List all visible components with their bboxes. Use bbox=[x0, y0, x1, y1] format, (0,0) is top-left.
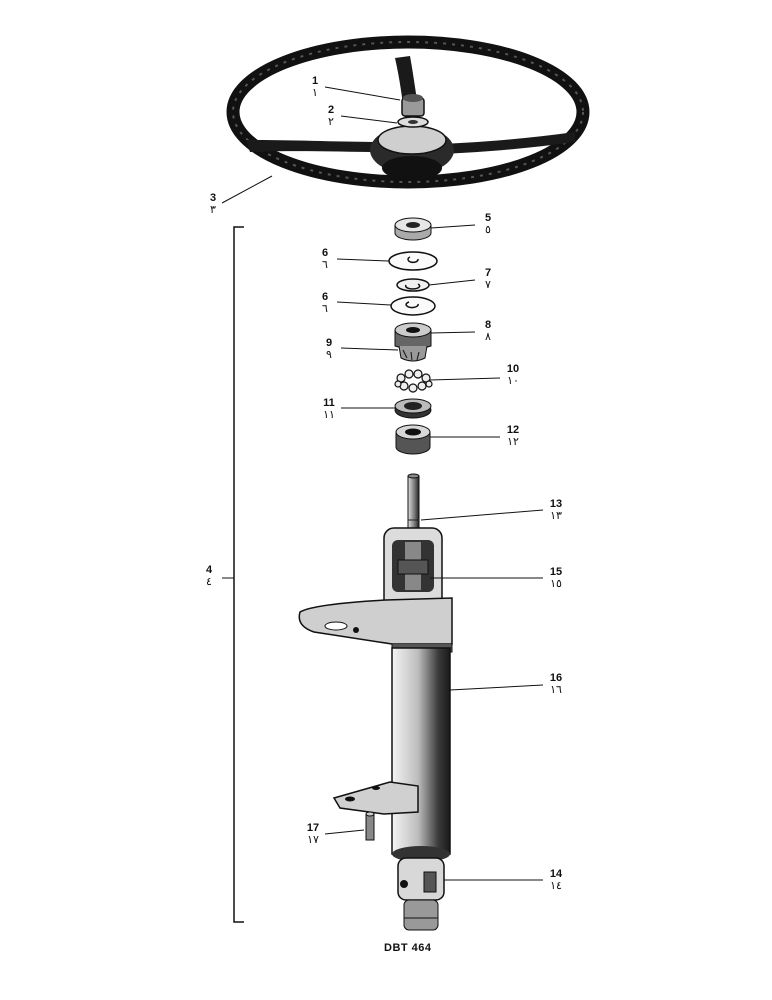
callout-17-arabic: ١٧ bbox=[307, 834, 319, 846]
callout-14-arabic: ١٤ bbox=[550, 880, 562, 892]
mounting-plate-upper bbox=[298, 597, 453, 653]
callout-16: 16 ١٦ bbox=[545, 672, 567, 696]
callout-17-label: 17 bbox=[306, 822, 320, 834]
callout-12: 12 ١٢ bbox=[502, 424, 524, 448]
callout-14-label: 14 bbox=[549, 868, 563, 880]
callout-12-arabic: ١٢ bbox=[507, 436, 519, 448]
callout-13-label: 13 bbox=[549, 498, 563, 510]
callout-8: 8 ٨ bbox=[477, 319, 499, 343]
callout-11-label: 11 bbox=[323, 397, 335, 409]
leader-lines bbox=[221, 86, 544, 881]
callout-14: 14 ١٤ bbox=[545, 868, 567, 892]
callout-2: 2 ٢ bbox=[320, 104, 342, 128]
callout-4-arabic: ٤ bbox=[206, 576, 212, 588]
callout-10-arabic: ١٠ bbox=[507, 375, 519, 387]
hub-nut bbox=[401, 94, 425, 117]
callout-7-label: 7 bbox=[484, 267, 492, 279]
figure-reference: DBT 464 bbox=[384, 942, 432, 954]
part-14-universal-coupling bbox=[397, 857, 445, 931]
callout-5-label: 5 bbox=[484, 212, 492, 224]
callout-7-arabic: ٧ bbox=[485, 279, 491, 291]
part-6-washer-lower bbox=[390, 296, 436, 316]
callout-16-label: 16 bbox=[549, 672, 563, 684]
callout-1-arabic: ١ bbox=[312, 87, 318, 99]
callout-6a-label: 6 bbox=[321, 247, 329, 259]
callout-3-arabic: ٣ bbox=[210, 204, 216, 216]
part-8-9-bearing-cone bbox=[394, 322, 432, 362]
callout-9: 9 ٩ bbox=[318, 337, 340, 361]
callout-15-label: 15 bbox=[549, 566, 563, 578]
callout-12-label: 12 bbox=[506, 424, 520, 436]
hub-washer bbox=[397, 116, 429, 128]
callout-10: 10 ١٠ bbox=[502, 363, 524, 387]
callout-9-arabic: ٩ bbox=[326, 349, 332, 361]
part-16-outer-tube bbox=[391, 647, 451, 862]
part-7-circlip bbox=[396, 278, 430, 292]
callout-2-label: 2 bbox=[327, 104, 335, 116]
callout-10-label: 10 bbox=[506, 363, 520, 375]
steering-wheel bbox=[226, 35, 590, 189]
callout-9-label: 9 bbox=[325, 337, 333, 349]
callout-1-label: 1 bbox=[311, 75, 319, 87]
part-11-bearing-cup bbox=[394, 398, 432, 419]
part-10-ball-bearings bbox=[394, 369, 433, 393]
callout-13: 13 ١٣ bbox=[545, 498, 567, 522]
callout-8-label: 8 bbox=[484, 319, 492, 331]
callout-4-label: 4 bbox=[205, 564, 213, 576]
callout-16-arabic: ١٦ bbox=[550, 684, 562, 696]
callout-13-arabic: ١٣ bbox=[550, 510, 562, 522]
assembly-bracket bbox=[233, 226, 244, 923]
callout-6b-arabic: ٦ bbox=[322, 303, 328, 315]
part-15-upper-housing bbox=[383, 527, 443, 613]
callout-6a-arabic: ٦ bbox=[322, 259, 328, 271]
callout-8-arabic: ٨ bbox=[485, 331, 491, 343]
callout-5-arabic: ٥ bbox=[485, 224, 491, 236]
part-5-nut bbox=[394, 217, 432, 241]
callout-5: 5 ٥ bbox=[477, 212, 499, 236]
part-17-bolt bbox=[365, 811, 375, 841]
callout-3: 3 ٣ bbox=[202, 192, 224, 216]
callout-15: 15 ١٥ bbox=[545, 566, 567, 590]
callout-7: 7 ٧ bbox=[477, 267, 499, 291]
callout-3-label: 3 bbox=[209, 192, 217, 204]
callout-6b: 6 ٦ bbox=[314, 291, 336, 315]
mounting-bracket-lower bbox=[332, 781, 419, 815]
part-12-bush bbox=[395, 424, 431, 455]
callout-11: 11 ١١ bbox=[318, 397, 340, 421]
callout-11-arabic: ١١ bbox=[323, 409, 335, 421]
part-6-washer-upper bbox=[388, 251, 438, 271]
callout-6a: 6 ٦ bbox=[314, 247, 336, 271]
callout-15-arabic: ١٥ bbox=[550, 578, 562, 590]
callout-2-arabic: ٢ bbox=[328, 116, 334, 128]
callout-6b-label: 6 bbox=[321, 291, 329, 303]
callout-1: 1 ١ bbox=[304, 75, 326, 99]
callout-4: 4 ٤ bbox=[198, 564, 220, 588]
callout-17: 17 ١٧ bbox=[302, 822, 324, 846]
